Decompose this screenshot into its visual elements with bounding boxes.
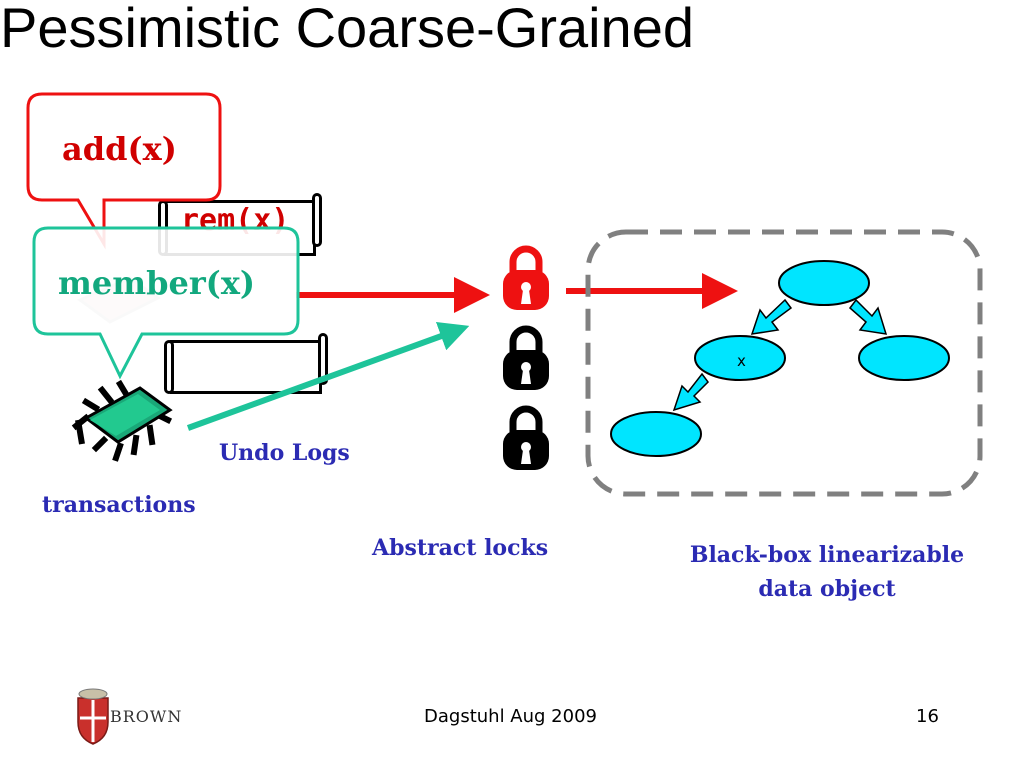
- label-transactions: transactions: [42, 492, 196, 518]
- callout-member-text: member(x): [58, 264, 256, 302]
- tree-node-right: [858, 335, 950, 381]
- abstract-lock-black: [503, 325, 549, 390]
- brown-logo-text: BROWN: [110, 707, 183, 726]
- tree-edge-arrow: [672, 372, 709, 412]
- tree-node-root: [778, 260, 870, 306]
- label-black-box: Black-box linearizable data object: [680, 538, 974, 606]
- tree-edge-arrow: [750, 298, 793, 335]
- tree-edge-arrow: [848, 298, 888, 335]
- slide-title: Pessimistic Coarse-Grained: [0, 0, 694, 59]
- label-black-box-line2: data object: [758, 576, 896, 602]
- callout-member-bubble: [32, 226, 300, 380]
- transaction-chip-icon: [71, 379, 173, 462]
- callout-add-bubble: [26, 92, 222, 250]
- abstract-lock-red: [503, 245, 549, 310]
- brown-logo-icon: [77, 688, 109, 745]
- label-undo-logs: Undo Logs: [219, 440, 350, 466]
- teal-arrow-to-lock: [186, 322, 470, 431]
- label-black-box-line1: Black-box linearizable: [689, 542, 965, 568]
- footer-event: Dagstuhl Aug 2009: [424, 706, 597, 727]
- label-abstract-locks: Abstract locks: [372, 535, 549, 561]
- tree-node-label: x: [737, 352, 746, 370]
- callout-add-text: add(x): [62, 130, 177, 168]
- tree-node-x: [694, 335, 786, 381]
- abstract-lock-black: [503, 405, 549, 470]
- tree-node-left-leaf: [610, 411, 702, 457]
- footer-page-number: 16: [916, 706, 939, 727]
- undo-log-scroll-bottom: [164, 333, 328, 394]
- black-box-container: [585, 229, 983, 497]
